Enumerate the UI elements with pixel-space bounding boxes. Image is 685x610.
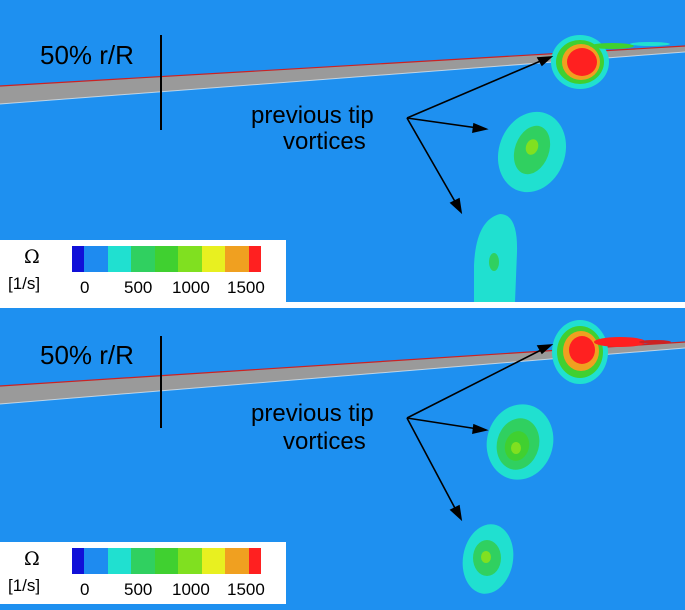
- legend-symbol: Ω: [24, 548, 40, 570]
- current-tip-vortex: [552, 320, 671, 384]
- legend-swatch: [178, 548, 202, 574]
- legend-tick: 1000: [172, 278, 210, 297]
- legend-swatches: [72, 548, 261, 574]
- previous-vortex-2: [474, 214, 518, 302]
- position-label: 50% r/R: [40, 340, 134, 370]
- legend-tick: 1000: [172, 580, 210, 599]
- legend-swatch: [248, 246, 261, 272]
- legend-swatch: [248, 548, 261, 574]
- legend-tick: 500: [124, 278, 153, 297]
- position-label: 50% r/R: [40, 40, 134, 70]
- rotor-blade: [0, 342, 685, 404]
- annotation-line-1: previous tip: [251, 102, 374, 129]
- legend-tick: 1500: [227, 278, 265, 297]
- legend-swatch: [107, 246, 131, 272]
- top-panel: 50% r/R previous tip vortices Ω [1/s] 0 …: [0, 0, 685, 302]
- legend-tick: 1500: [227, 580, 265, 599]
- legend-swatch: [154, 548, 178, 574]
- legend-swatch: [201, 246, 225, 272]
- bottom-panel: 50% r/R previous tip vortices Ω [1/s] 0 …: [0, 308, 685, 610]
- legend-swatch: [131, 246, 155, 272]
- legend-tick: 0: [80, 580, 90, 599]
- legend-tick: 500: [124, 580, 153, 599]
- annotation-arrows: [406, 344, 554, 522]
- legend-swatch: [225, 246, 249, 272]
- previous-vortex-1: [486, 404, 554, 480]
- colorbar-legend: Ω [1/s] 0 500 1000 1500: [0, 542, 286, 604]
- legend-unit: [1/s]: [8, 274, 41, 293]
- legend-swatch: [201, 548, 225, 574]
- legend-swatch: [178, 246, 202, 272]
- legend-swatch: [72, 246, 84, 272]
- legend-swatch: [84, 548, 108, 574]
- legend-tick: 0: [80, 278, 90, 297]
- rotor-blade: [0, 46, 685, 104]
- legend-unit: [1/s]: [8, 576, 41, 595]
- legend-swatch: [107, 548, 131, 574]
- legend-swatch: [154, 246, 178, 272]
- annotation-line-2: vortices: [283, 428, 366, 455]
- annotation-arrows: [406, 56, 554, 215]
- legend-swatch: [84, 246, 108, 272]
- current-tip-vortex: [551, 35, 670, 89]
- previous-vortex-2: [462, 524, 514, 594]
- legend-swatch: [131, 548, 155, 574]
- legend-swatches: [72, 246, 261, 272]
- legend-swatch: [225, 548, 249, 574]
- colorbar-legend: Ω [1/s] 0 500 1000 1500: [0, 240, 286, 302]
- annotation-line-1: previous tip: [251, 400, 374, 427]
- legend-swatch: [72, 548, 84, 574]
- annotation-line-2: vortices: [283, 128, 366, 155]
- previous-vortex-1: [497, 111, 567, 193]
- legend-symbol: Ω: [24, 246, 40, 268]
